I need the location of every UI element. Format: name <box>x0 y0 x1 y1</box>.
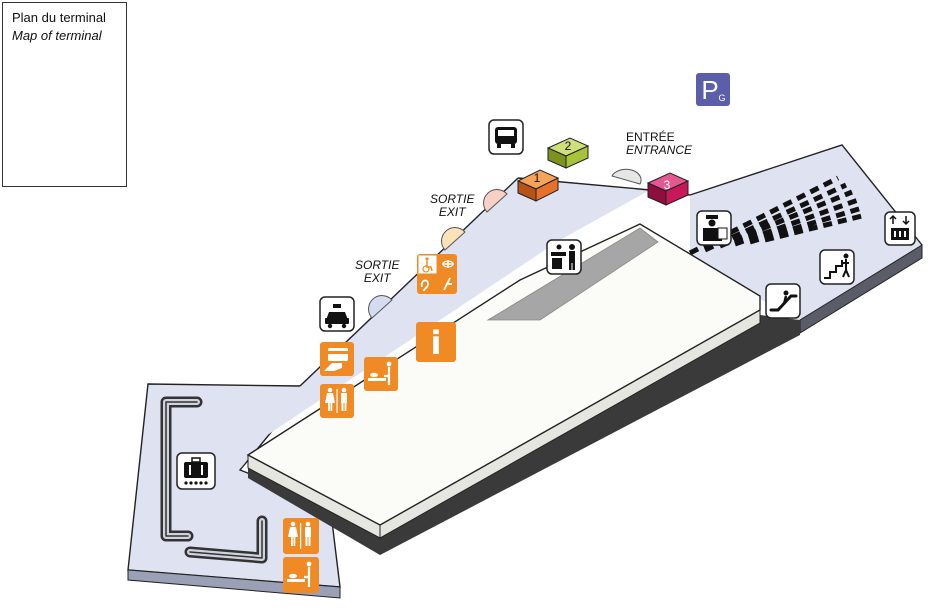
taxi-icon <box>319 296 355 332</box>
legend: Plan du terminal Map of terminal <box>2 2 127 187</box>
baby-change-icon-baggage <box>283 557 319 593</box>
entrance-label: ENTRÉE ENTRANCE <box>626 131 692 157</box>
exit-label-lower: SORTIE EXIT <box>355 259 399 285</box>
legend-subtitle: Map of terminal <box>12 28 102 43</box>
check-in-icon <box>546 239 582 275</box>
exit-label-upper: SORTIE EXIT <box>430 193 474 219</box>
exit-label-lower-en: EXIT <box>363 271 391 285</box>
info-letter: i <box>431 324 442 362</box>
stairs-icon <box>819 249 855 285</box>
door-arches <box>368 168 642 319</box>
entrance-label-fr: ENTRÉE <box>626 130 675 144</box>
accessibility-icon <box>417 254 457 294</box>
bus-icon <box>488 119 524 155</box>
exit-label-lower-fr: SORTIE <box>355 258 400 272</box>
door-1-number: 1 <box>534 171 541 185</box>
legend-title: Plan du terminal <box>12 10 106 25</box>
escalator-icon <box>765 283 801 319</box>
door-1-block: 1 <box>516 169 560 202</box>
information-icon: i <box>416 322 456 362</box>
toilets-icon-baggage <box>283 518 319 554</box>
baggage-belts <box>160 396 268 564</box>
police-icon <box>696 210 732 246</box>
security-lane-stripes <box>688 175 867 256</box>
baby-change-icon <box>364 357 398 391</box>
toilets-icon <box>320 384 354 418</box>
atm-icon <box>320 342 354 376</box>
parking-letter: P <box>701 75 718 105</box>
baggage-claim-icon <box>176 452 216 490</box>
elevator-icon <box>884 211 916 246</box>
entrance-label-en: ENTRANCE <box>626 143 693 157</box>
door-3-number: 3 <box>664 178 671 192</box>
door-2-block: 2 <box>546 137 590 169</box>
door-3-block: 3 <box>646 172 690 206</box>
parking-sub: G <box>718 93 725 103</box>
exit-label-upper-fr: SORTIE <box>430 192 475 206</box>
exit-label-upper-en: EXIT <box>438 205 466 219</box>
parking-icon: P G <box>696 73 730 106</box>
door-2-number: 2 <box>565 139 572 153</box>
